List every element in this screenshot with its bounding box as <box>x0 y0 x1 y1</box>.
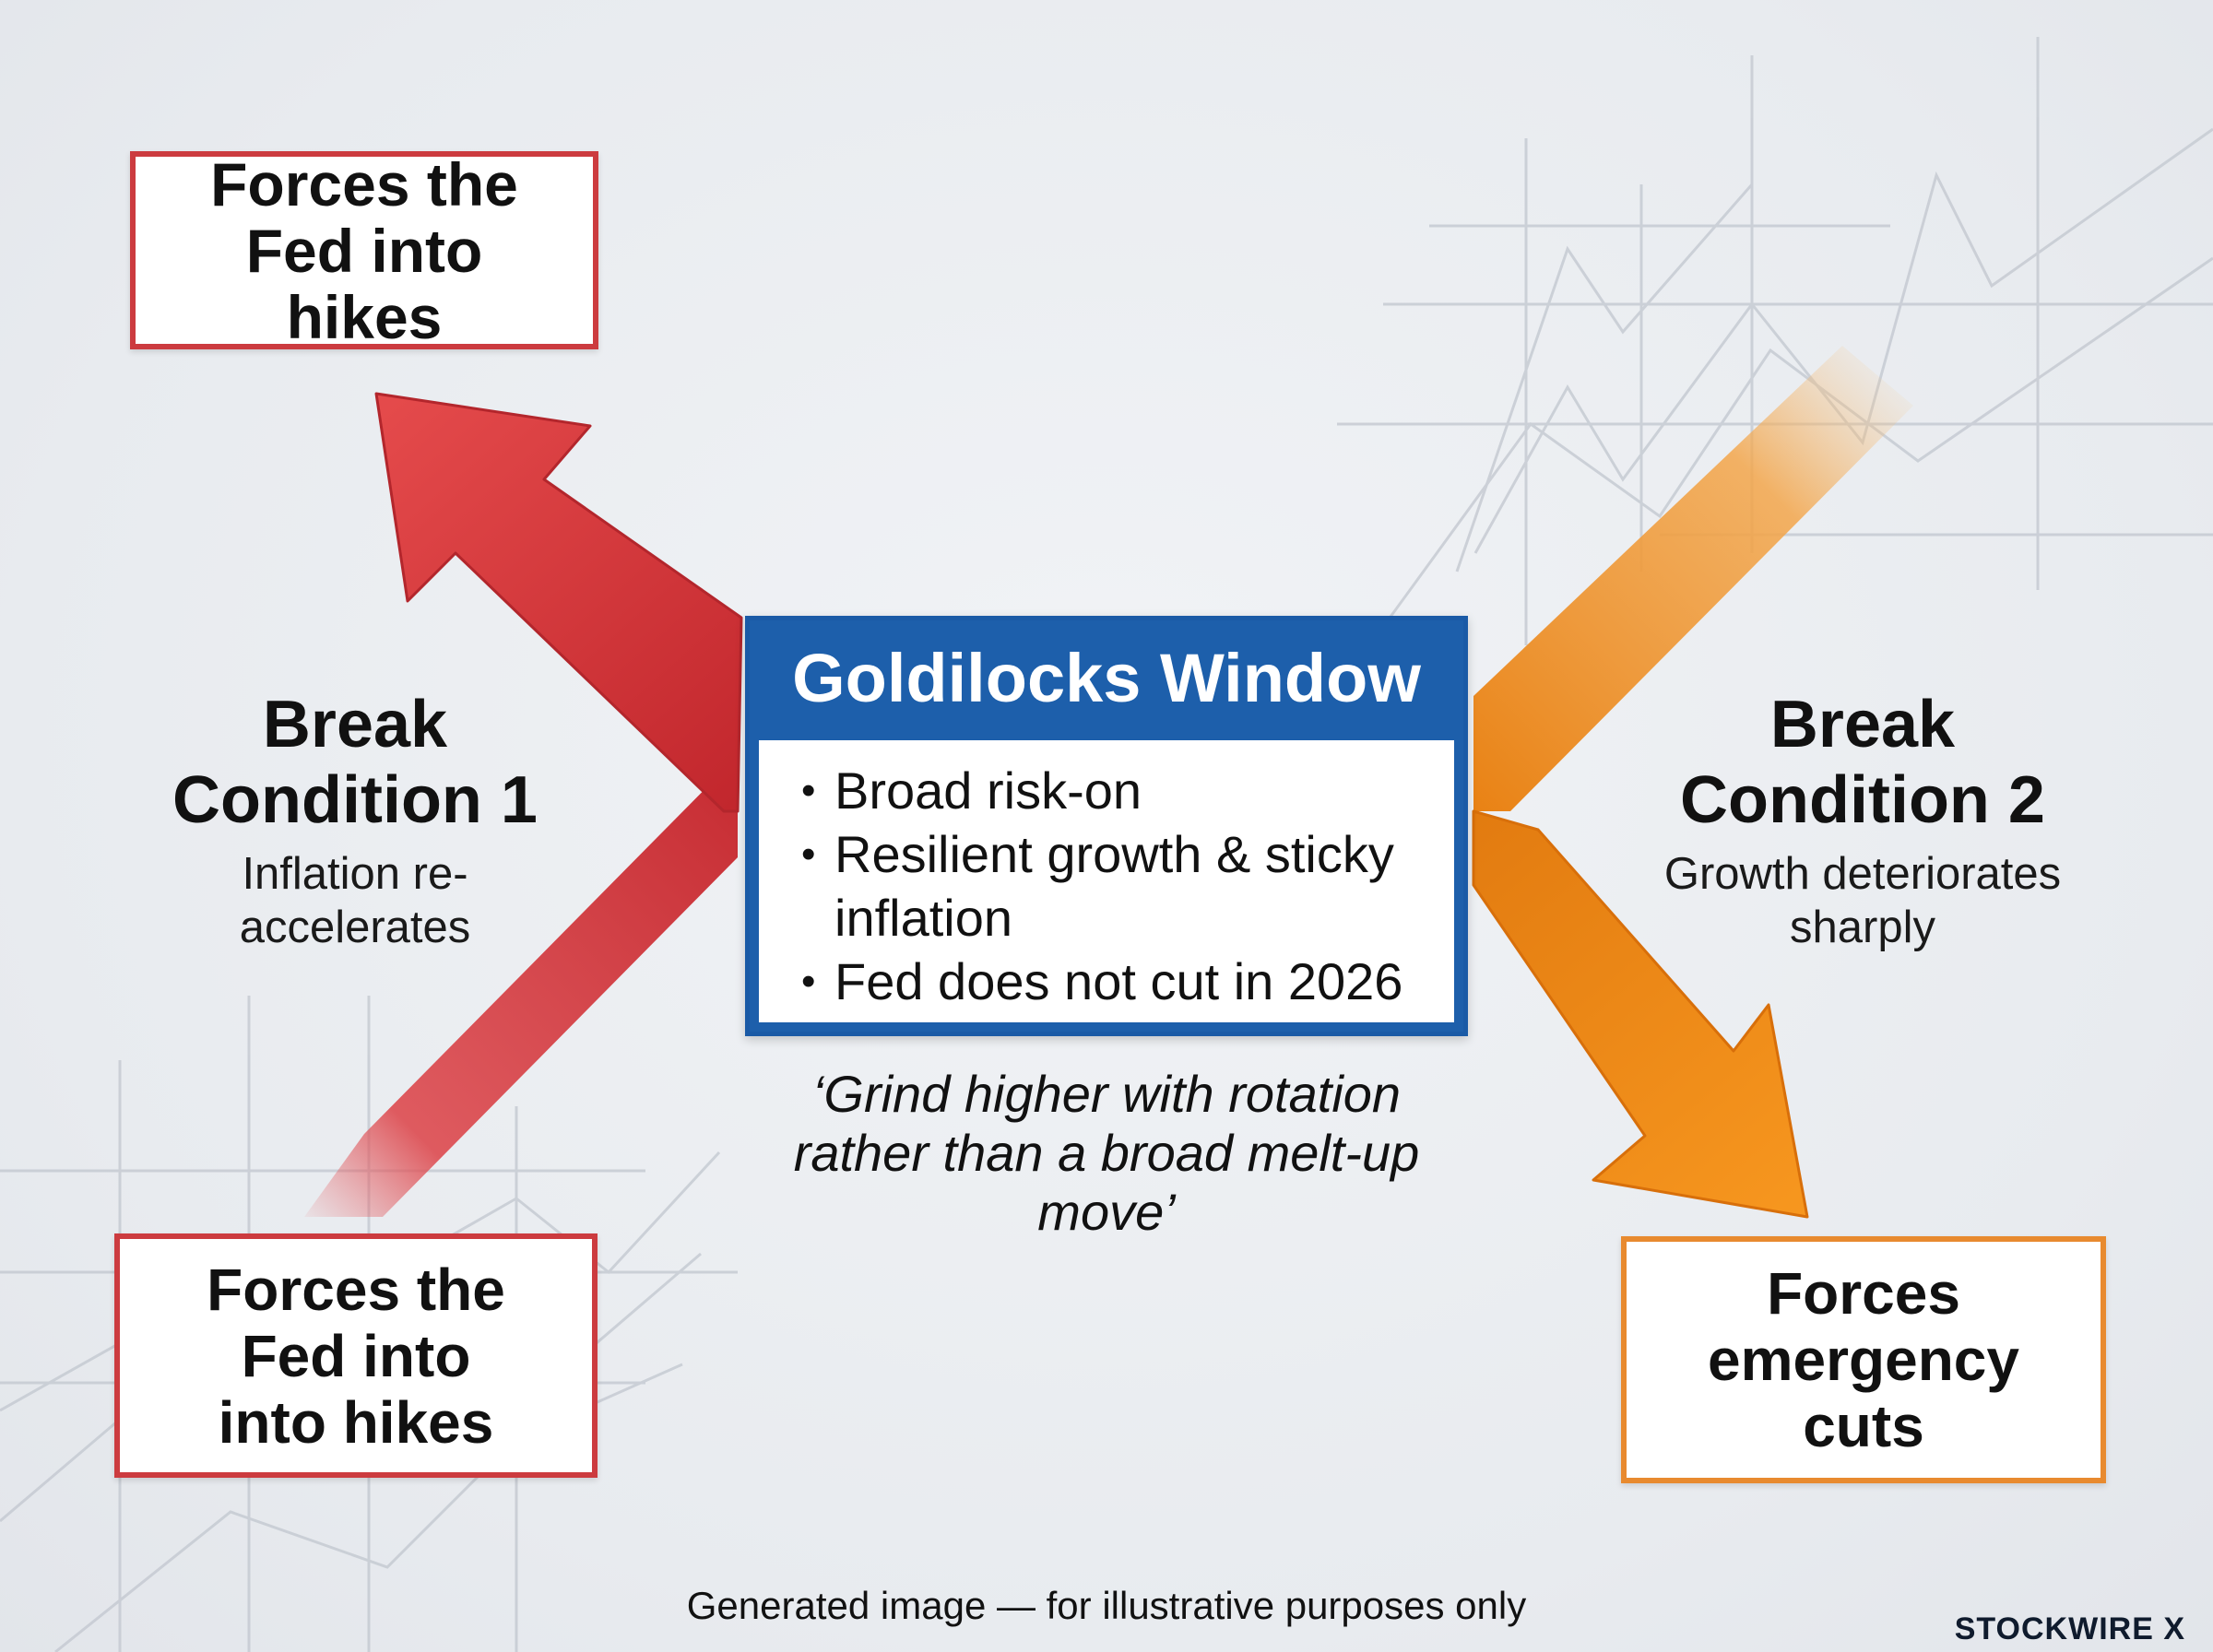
break-condition-1-description: Inflation re-accelerates <box>239 849 471 952</box>
break-condition-2: Break Condition 2 Growth deteriorates sh… <box>1623 687 2102 954</box>
bullet-item: Broad risk-on <box>801 759 1454 822</box>
goldilocks-quote: ‘Grind higher with rotation rather than … <box>793 1065 1420 1241</box>
goldilocks-window-panel: Goldilocks Window Broad risk-on Resilien… <box>745 616 1468 1036</box>
bullet-item: Resilient growth & sticky inflation <box>801 822 1425 950</box>
outcome-text-top-left: Forces the Fed into hikes <box>210 149 518 351</box>
break-condition-1-title: Break Condition 1 <box>172 688 538 837</box>
red-arrow-up-left <box>374 392 743 813</box>
goldilocks-bullet-list: Broad risk-on Resilient growth & sticky … <box>759 740 1454 1022</box>
outcome-box-emergency-cuts: Forces emergency cuts <box>1621 1236 2106 1483</box>
outcome-box-fed-hikes-top: Forces the Fed into hikes <box>130 149 598 351</box>
goldilocks-window-title: Goldilocks Window <box>792 639 1421 716</box>
break-condition-2-title: Break Condition 2 <box>1680 688 2045 837</box>
break-condition-2-description: Growth deteriorates sharply <box>1663 849 2062 952</box>
orange-arrow-upper-shaft <box>1473 346 1913 811</box>
orange-arrow-down-right <box>1472 809 1809 1219</box>
footer-disclaimer: Generated image — for illustrative purpo… <box>686 1584 1527 1627</box>
brand-logo: STOCKWIRE X <box>1954 1611 2185 1646</box>
outcome-text-bottom-left: Forces the Fed into into hikes <box>207 1256 505 1456</box>
red-arrow-lower-shaft <box>304 756 738 1217</box>
bullet-item: Fed does not cut in 2026 <box>801 950 1454 1013</box>
outcome-box-fed-hikes-bottom: Forces the Fed into into hikes <box>114 1233 598 1478</box>
break-condition-1: Break Condition 1 Inflation re-accelerat… <box>120 687 590 954</box>
outcome-text-bottom-right: Forces emergency cuts <box>1708 1260 2019 1459</box>
